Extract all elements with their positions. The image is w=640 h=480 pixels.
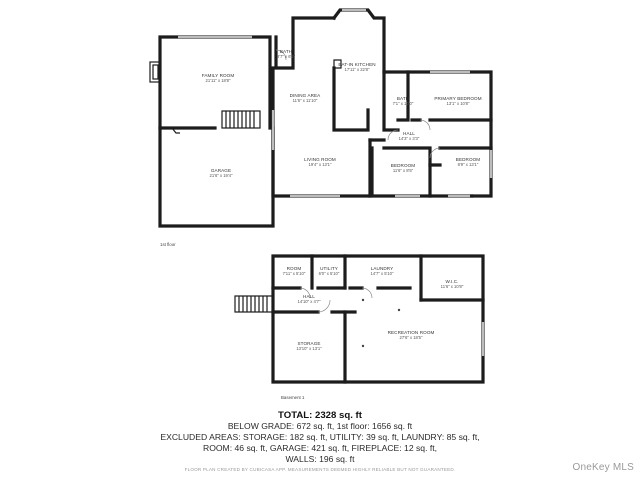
excluded-areas-line: EXCLUDED AREAS: STORAGE: 182 sq. ft, UTI…	[160, 432, 480, 442]
svg-text:LAUNDRY: LAUNDRY	[371, 266, 394, 271]
total-label: TOTAL:	[278, 410, 313, 421]
basement-stairs	[234, 295, 274, 313]
svg-text:BATH: BATH	[280, 49, 292, 54]
svg-text:19'4" x 13'1": 19'4" x 13'1"	[309, 162, 332, 167]
room-label-wic: W.I.C. 11'6" x 10'8"	[441, 279, 464, 289]
svg-text:BEDROOM: BEDROOM	[391, 163, 416, 168]
svg-text:HALL: HALL	[403, 131, 415, 136]
svg-text:STORAGE: STORAGE	[297, 341, 320, 346]
svg-text:11'6" x 11'10": 11'6" x 11'10"	[293, 98, 318, 103]
svg-text:PRIMARY BEDROOM: PRIMARY BEDROOM	[434, 96, 481, 101]
svg-text:14'7" x 5'10": 14'7" x 5'10"	[371, 271, 394, 276]
svg-text:21'11" x 18'8": 21'11" x 18'8"	[206, 78, 231, 83]
room-label-garage: GARAGE 21'6" x 19'4"	[210, 168, 233, 178]
room-label-hall: HALL 14'3" x 3'3"	[399, 131, 420, 141]
svg-text:17'11" x 22'8": 17'11" x 22'8"	[345, 67, 370, 72]
room-label-kitchen: EAT-IN KITCHEN 17'11" x 22'8"	[338, 62, 375, 72]
walls-line: WALLS: 196 sq. ft	[285, 454, 355, 464]
svg-text:ROOM: ROOM	[287, 266, 302, 271]
room-label-utility: UTILITY 6'0" x 5'10"	[319, 266, 340, 276]
room-label-room: ROOM 7'11" x 5'10"	[283, 266, 306, 276]
basement-walls	[271, 254, 485, 384]
svg-text:UTILITY: UTILITY	[320, 266, 338, 271]
svg-text:8'9" x 13'1": 8'9" x 13'1"	[458, 162, 479, 167]
room-label-living: LIVING ROOM 19'4" x 13'1"	[304, 157, 336, 167]
svg-text:HALL: HALL	[303, 294, 315, 299]
room-label-basement-hall: HALL 14'10" x 4'7"	[298, 294, 321, 304]
disclaimer: FLOOR PLAN CREATED BY CUBICASA APP. MEAS…	[184, 467, 456, 472]
svg-text:6'0" x 5'10": 6'0" x 5'10"	[319, 271, 340, 276]
basement-plan: ROOM 7'11" x 5'10" UTILITY 6'0" x 5'10" …	[234, 254, 485, 400]
total-value: 2328 sq. ft	[315, 410, 362, 421]
svg-text:BATH: BATH	[397, 96, 409, 101]
svg-text:RECREATION ROOM: RECREATION ROOM	[388, 330, 435, 335]
floor-plan: BATH 8'7" x 6'2" EAT-IN KITCHEN 17'11" x…	[149, 8, 493, 400]
room-label-storage: STORAGE 13'10" x 13'1"	[296, 341, 322, 351]
svg-text:8'7" x 6'2": 8'7" x 6'2"	[277, 54, 296, 59]
svg-text:13'1" x 10'8": 13'1" x 10'8"	[447, 101, 470, 106]
first-floor-doors	[275, 49, 399, 141]
room-label-bath2: BATH 7'1" x 10'0"	[393, 96, 414, 106]
svg-text:W.I.C.: W.I.C.	[445, 279, 458, 284]
kitchen-walls	[274, 8, 386, 132]
floor-label-basement: Basement 1	[281, 395, 305, 400]
svg-text:14'10" x 4'7": 14'10" x 4'7"	[298, 299, 321, 304]
first-floor-stairs	[221, 110, 261, 129]
first-floor-plan: BATH 8'7" x 6'2" EAT-IN KITCHEN 17'11" x…	[149, 8, 493, 247]
room-label-bedroom2: BEDROOM 8'9" x 13'1"	[456, 157, 481, 167]
kitchen-column	[333, 59, 342, 69]
room-label-bath1: BATH 8'7" x 6'2"	[277, 49, 296, 59]
room-label-primary: PRIMARY BEDROOM 13'1" x 10'8"	[434, 96, 481, 106]
svg-text:13'10" x 13'1": 13'10" x 13'1"	[296, 346, 322, 351]
svg-text:EAT-IN KITCHEN: EAT-IN KITCHEN	[338, 62, 375, 67]
below-grade-line: BELOW GRADE: 672 sq. ft, 1st floor: 1656…	[227, 421, 413, 431]
room-label-dining: DINING AREA 11'6" x 11'10"	[290, 93, 322, 103]
svg-text:DINING AREA: DINING AREA	[290, 93, 322, 98]
fireplace	[149, 61, 161, 83]
excluded-areas-line-2: ROOM: 46 sq. ft, GARAGE: 421 sq. ft, FIR…	[202, 443, 438, 453]
room-label-family: FAMILY ROOM 21'11" x 18'8"	[202, 73, 235, 83]
room-label-laundry: LAUNDRY 14'7" x 5'10"	[371, 266, 394, 276]
floor-label-1st: 1st floor	[160, 242, 176, 247]
living-walls	[271, 66, 386, 198]
svg-text:BEDROOM: BEDROOM	[456, 157, 481, 162]
svg-text:FAMILY ROOM: FAMILY ROOM	[202, 73, 235, 78]
svg-text:7'11" x 5'10": 7'11" x 5'10"	[283, 271, 306, 276]
svg-text:GARAGE: GARAGE	[211, 168, 231, 173]
svg-text:27'6" x 18'5": 27'6" x 18'5"	[400, 335, 423, 340]
bedroom-wing-walls	[368, 70, 493, 198]
svg-text:7'1" x 10'0": 7'1" x 10'0"	[393, 101, 414, 106]
svg-text:21'6" x 19'4": 21'6" x 19'4"	[210, 173, 233, 178]
svg-text:LIVING ROOM: LIVING ROOM	[304, 157, 336, 162]
svg-text:11'6" x 8'5": 11'6" x 8'5"	[393, 168, 414, 173]
room-label-bedroom1: BEDROOM 11'6" x 8'5"	[391, 163, 416, 173]
area-summary: TOTAL: 2328 sq. ft BELOW GRADE: 672 sq. …	[0, 410, 640, 474]
svg-text:11'6" x 10'8": 11'6" x 10'8"	[441, 284, 464, 289]
watermark: OneKey MLS	[572, 462, 634, 473]
total-area: TOTAL: 2328 sq. ft	[0, 410, 640, 421]
family-room-walls	[149, 35, 272, 130]
svg-text:14'3" x 3'3": 14'3" x 3'3"	[399, 136, 420, 141]
room-label-recreation: RECREATION ROOM 27'6" x 18'5"	[388, 330, 435, 340]
